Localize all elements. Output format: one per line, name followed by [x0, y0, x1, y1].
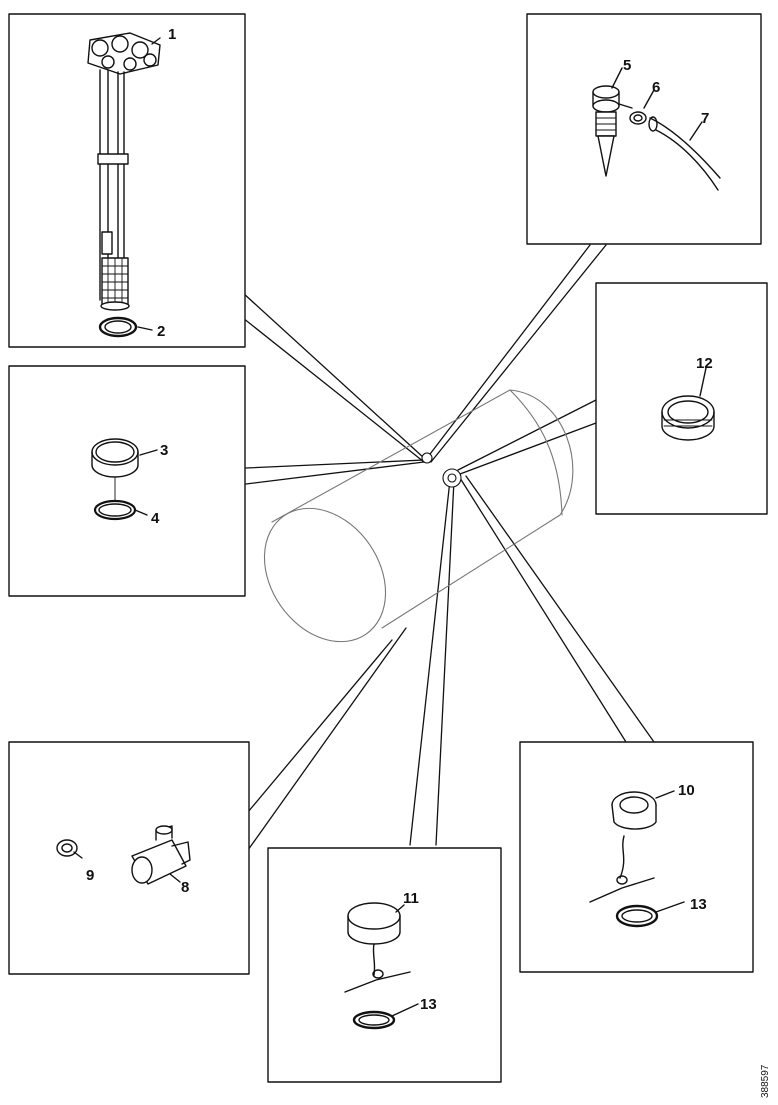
panel-fitting-hose [526, 13, 762, 245]
callout-1: 1 [168, 26, 176, 43]
callout-labels: 1 2 3 4 5 6 7 12 9 8 11 13 10 13 [86, 26, 713, 1013]
fuel-tank [263, 389, 574, 643]
fitting-hose-drawing [592, 85, 721, 191]
cover-drawing [91, 438, 139, 521]
callout-13-left: 13 [420, 996, 437, 1013]
panel-sensor-11 [267, 847, 502, 1083]
panel-connector [8, 741, 250, 975]
callout-6: 6 [652, 79, 660, 96]
sensor-10-drawing [589, 791, 659, 928]
callout-3: 3 [160, 442, 168, 459]
callout-11: 11 [403, 890, 419, 907]
callout-13-right: 13 [690, 896, 707, 913]
callout-4: 4 [151, 510, 160, 527]
connector-drawing [56, 825, 191, 885]
sensor-11-drawing [344, 902, 411, 1030]
panel-sensor-10 [519, 741, 754, 973]
leader-lines [242, 244, 655, 851]
cap-drawing [661, 395, 715, 441]
callout-12: 12 [696, 355, 713, 372]
panel-cover [8, 365, 246, 597]
callout-2: 2 [157, 323, 165, 340]
drawing-number: 388597 [760, 1064, 771, 1098]
callout-8: 8 [181, 879, 189, 896]
fuel-level-sender-drawing [87, 32, 161, 338]
callout-10: 10 [678, 782, 695, 799]
callout-9: 9 [86, 867, 94, 884]
tank-port-small [421, 452, 433, 464]
callout-5: 5 [623, 57, 631, 74]
callout-7: 7 [701, 110, 709, 127]
